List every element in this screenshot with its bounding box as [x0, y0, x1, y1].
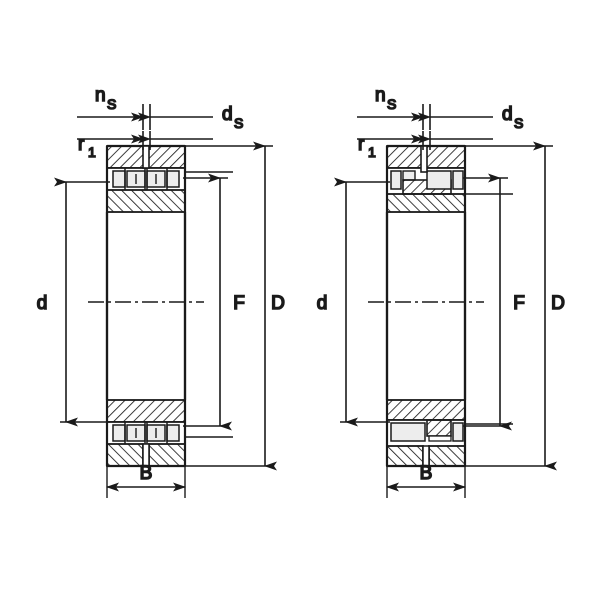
label-n-sub-right: S [387, 96, 396, 112]
dimension-d-right [334, 177, 390, 427]
dimension-d-left [54, 177, 110, 427]
outer-ring-lower-right [386, 445, 466, 467]
label-F-left: F [233, 293, 245, 314]
label-dS-sub-right: S [514, 115, 523, 131]
label-D-right: D [551, 293, 565, 314]
dimension-r1-left [77, 131, 213, 150]
dimension-D-left [183, 141, 277, 471]
label-d-sub-right: d [502, 104, 513, 125]
dimension-dS-right [418, 104, 493, 130]
dimension-B-left [106, 464, 186, 498]
label-r-right: r [358, 134, 365, 155]
bearing-cross-section-right: d F D B n S [316, 84, 566, 498]
inner-ring-lower-right [386, 399, 466, 421]
label-r-sub-left: 1 [88, 144, 96, 160]
label-F-right: F [513, 293, 525, 314]
roller-row-lower-left [107, 421, 185, 444]
dimension-D-right [463, 141, 557, 471]
bearing-cross-section-left: d F D B n S [36, 84, 286, 498]
roller-row-upper-right [387, 145, 465, 195]
label-d-sub-left: d [222, 104, 233, 125]
inner-ring-upper-right [386, 193, 466, 213]
label-d-right: d [317, 293, 328, 314]
label-r-sub-right: 1 [368, 144, 376, 160]
dimension-F-right [463, 173, 512, 431]
inner-ring-lower-left [106, 399, 186, 423]
outer-ring-lower-left [106, 443, 186, 467]
dimension-dS-left [138, 104, 213, 130]
label-B-right: B [420, 463, 433, 484]
label-B-left: B [140, 463, 153, 484]
inner-ring-upper-left [106, 189, 186, 213]
label-n-left: n [95, 85, 106, 106]
label-dS-sub-left: S [234, 115, 243, 131]
label-r-left: r [78, 134, 85, 155]
label-D-left: D [271, 293, 285, 314]
label-n-right: n [375, 85, 386, 106]
label-n-sub-left: S [107, 96, 116, 112]
dimension-F-left [183, 173, 232, 431]
roller-row-lower-right [387, 419, 465, 446]
roller-row-upper-left [107, 167, 185, 190]
dimension-B-right [386, 464, 466, 498]
label-d-left: d [37, 293, 48, 314]
dimension-r1-right [357, 131, 493, 150]
